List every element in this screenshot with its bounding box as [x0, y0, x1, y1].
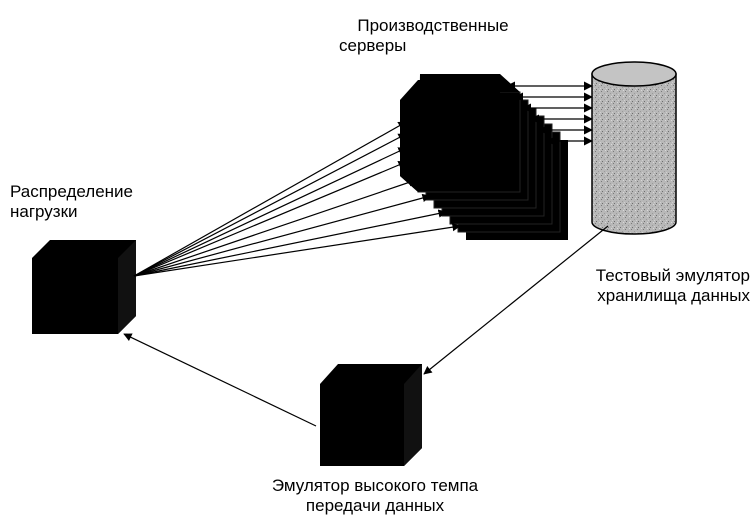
storage-cylinder: [591, 61, 677, 235]
load-balancer-label-line2: нагрузки: [10, 202, 78, 221]
balancer-server-links: [133, 121, 461, 277]
high-rate-emulator-label: Эмулятор высокого темпа передачи данных: [245, 476, 505, 516]
high-rate-emulator-label-line1: Эмулятор высокого темпа: [271, 476, 479, 495]
load-balancer-box: [32, 240, 136, 334]
emulator-to-balancer-arrow: [123, 333, 317, 427]
high-rate-emulator-label-line2: передачи данных: [305, 496, 445, 515]
server-box-front: [400, 80, 500, 192]
load-balancer-label: Распределение нагрузки: [10, 182, 133, 222]
storage-emulator-label-line2: хранилища данных: [597, 286, 750, 305]
production-servers-label-line1: Производственные: [357, 16, 509, 35]
load-balancer-label-line1: Распределение: [10, 182, 133, 201]
storage-emulator-label-line1: Тестовый эмулятор: [595, 266, 750, 285]
storage-emulator-label: Тестовый эмулятор хранилища данных: [545, 266, 750, 306]
server-storage-links: [506, 81, 593, 146]
high-rate-emulator-box: [320, 364, 422, 466]
production-servers-label: Производственные серверы: [333, 16, 533, 56]
storage-to-emulator-arrow: [423, 225, 609, 375]
production-servers-label-line2: серверы: [339, 36, 407, 55]
production-servers-stack: [400, 74, 568, 240]
